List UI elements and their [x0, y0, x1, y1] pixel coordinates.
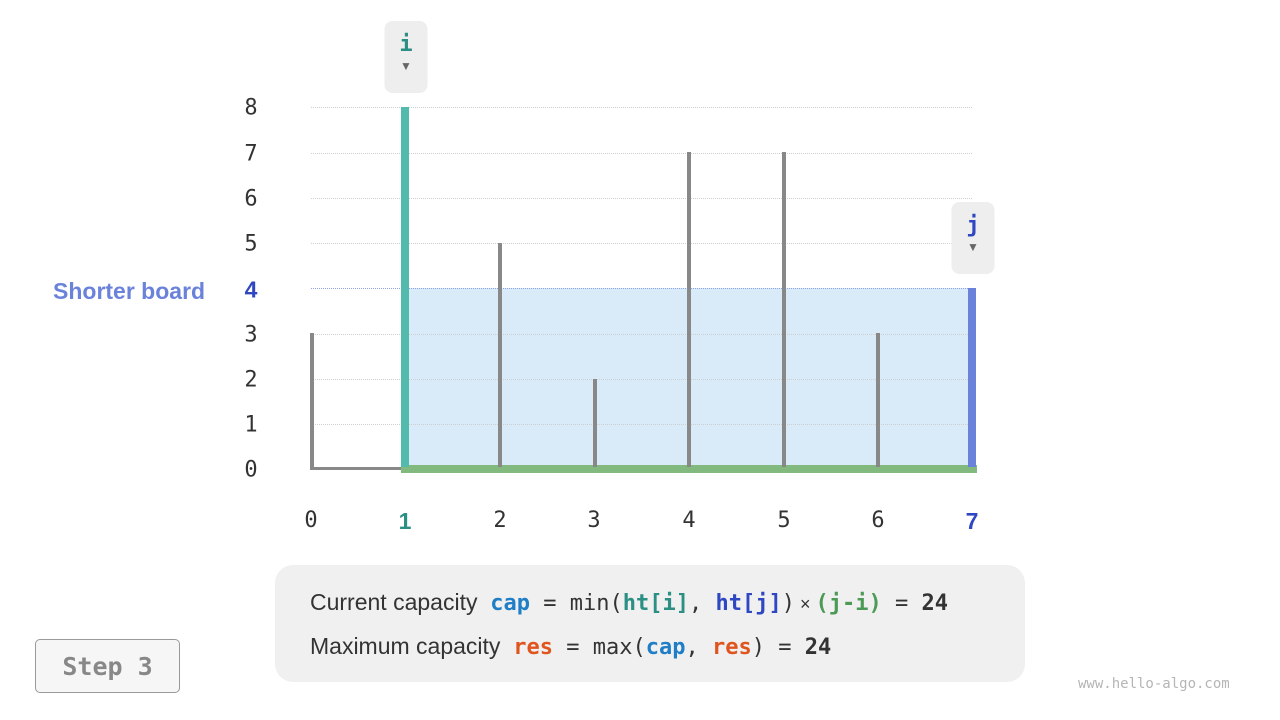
gridline-3 — [311, 334, 972, 335]
fn-close: ) — [751, 635, 765, 660]
pointer-j-label: j — [966, 213, 980, 238]
pointer-j: j ▼ — [951, 202, 995, 274]
width-expr: (j-i) — [815, 591, 882, 616]
gridline-4-shorter-board — [311, 288, 972, 289]
cap-arg: cap — [645, 635, 686, 660]
formula-box: Current capacity cap = min(ht[i], ht[j])… — [275, 565, 1025, 682]
board-6 — [876, 333, 880, 467]
chevron-down-icon: ▼ — [400, 59, 412, 73]
ht-j: ht[j] — [715, 591, 782, 616]
res-arg: res — [711, 635, 752, 660]
res-var: res — [513, 635, 553, 660]
comma: , — [688, 591, 716, 616]
shorter-board-label: Shorter board — [53, 278, 206, 304]
y-tick-3: 3 — [244, 322, 258, 348]
pointer-i-label: i — [399, 32, 413, 57]
gridline-1 — [311, 424, 972, 425]
current-capacity-label: Current capacity — [310, 589, 478, 615]
formula-row-current-capacity: Current capacity cap = min(ht[i], ht[j])… — [310, 589, 948, 616]
cap-result: 24 — [921, 591, 948, 616]
y-tick-0: 0 — [244, 457, 258, 483]
board-2 — [498, 243, 502, 467]
ht-i: ht[i] — [622, 591, 689, 616]
comma: , — [685, 635, 712, 660]
equals: = — [881, 591, 922, 616]
min-fn-open: min( — [569, 591, 623, 616]
fn-close: ) — [781, 591, 795, 616]
pointer-i: i ▼ — [384, 21, 428, 93]
x-tick-6: 6 — [871, 508, 885, 533]
y-tick-5: 5 — [244, 231, 258, 257]
baseline — [310, 467, 406, 470]
gridline-8 — [311, 107, 972, 108]
x-tick-5: 5 — [777, 508, 791, 533]
y-tick-4: 4 — [244, 276, 258, 303]
board-5 — [782, 152, 786, 467]
watermark: www.hello-algo.com — [1078, 676, 1230, 692]
equals: = — [530, 591, 570, 616]
board-7-j — [968, 288, 976, 467]
board-0 — [310, 333, 314, 469]
x-tick-0: 0 — [304, 508, 318, 533]
chevron-down-icon: ▼ — [967, 240, 979, 254]
times: × — [794, 594, 816, 614]
step-button[interactable]: Step 3 — [35, 639, 180, 693]
board-4 — [687, 152, 691, 467]
res-result: 24 — [804, 635, 832, 660]
y-tick-1: 1 — [244, 412, 258, 438]
gridline-6 — [311, 198, 972, 199]
formula-row-maximum-capacity: Maximum capacity res = max(cap, res) = 2… — [310, 633, 831, 660]
y-tick-6: 6 — [244, 186, 258, 212]
y-tick-2: 2 — [244, 367, 258, 393]
x-tick-1: 1 — [398, 508, 412, 534]
gridline-5 — [311, 243, 972, 244]
gridline-2 — [311, 379, 972, 380]
y-tick-8: 8 — [244, 95, 258, 121]
x-tick-4: 4 — [682, 508, 696, 533]
max-fn-open: max( — [592, 635, 646, 660]
width-line — [401, 465, 977, 473]
x-tick-2: 2 — [493, 508, 507, 533]
gridline-7 — [311, 153, 972, 154]
x-tick-7: 7 — [965, 508, 979, 534]
board-3 — [593, 379, 597, 467]
equals: = — [552, 635, 593, 660]
cap-var: cap — [490, 591, 530, 616]
y-tick-7: 7 — [244, 141, 258, 167]
equals: = — [764, 635, 805, 660]
x-tick-3: 3 — [587, 508, 601, 533]
board-1-i — [401, 107, 409, 467]
maximum-capacity-label: Maximum capacity — [310, 633, 501, 659]
